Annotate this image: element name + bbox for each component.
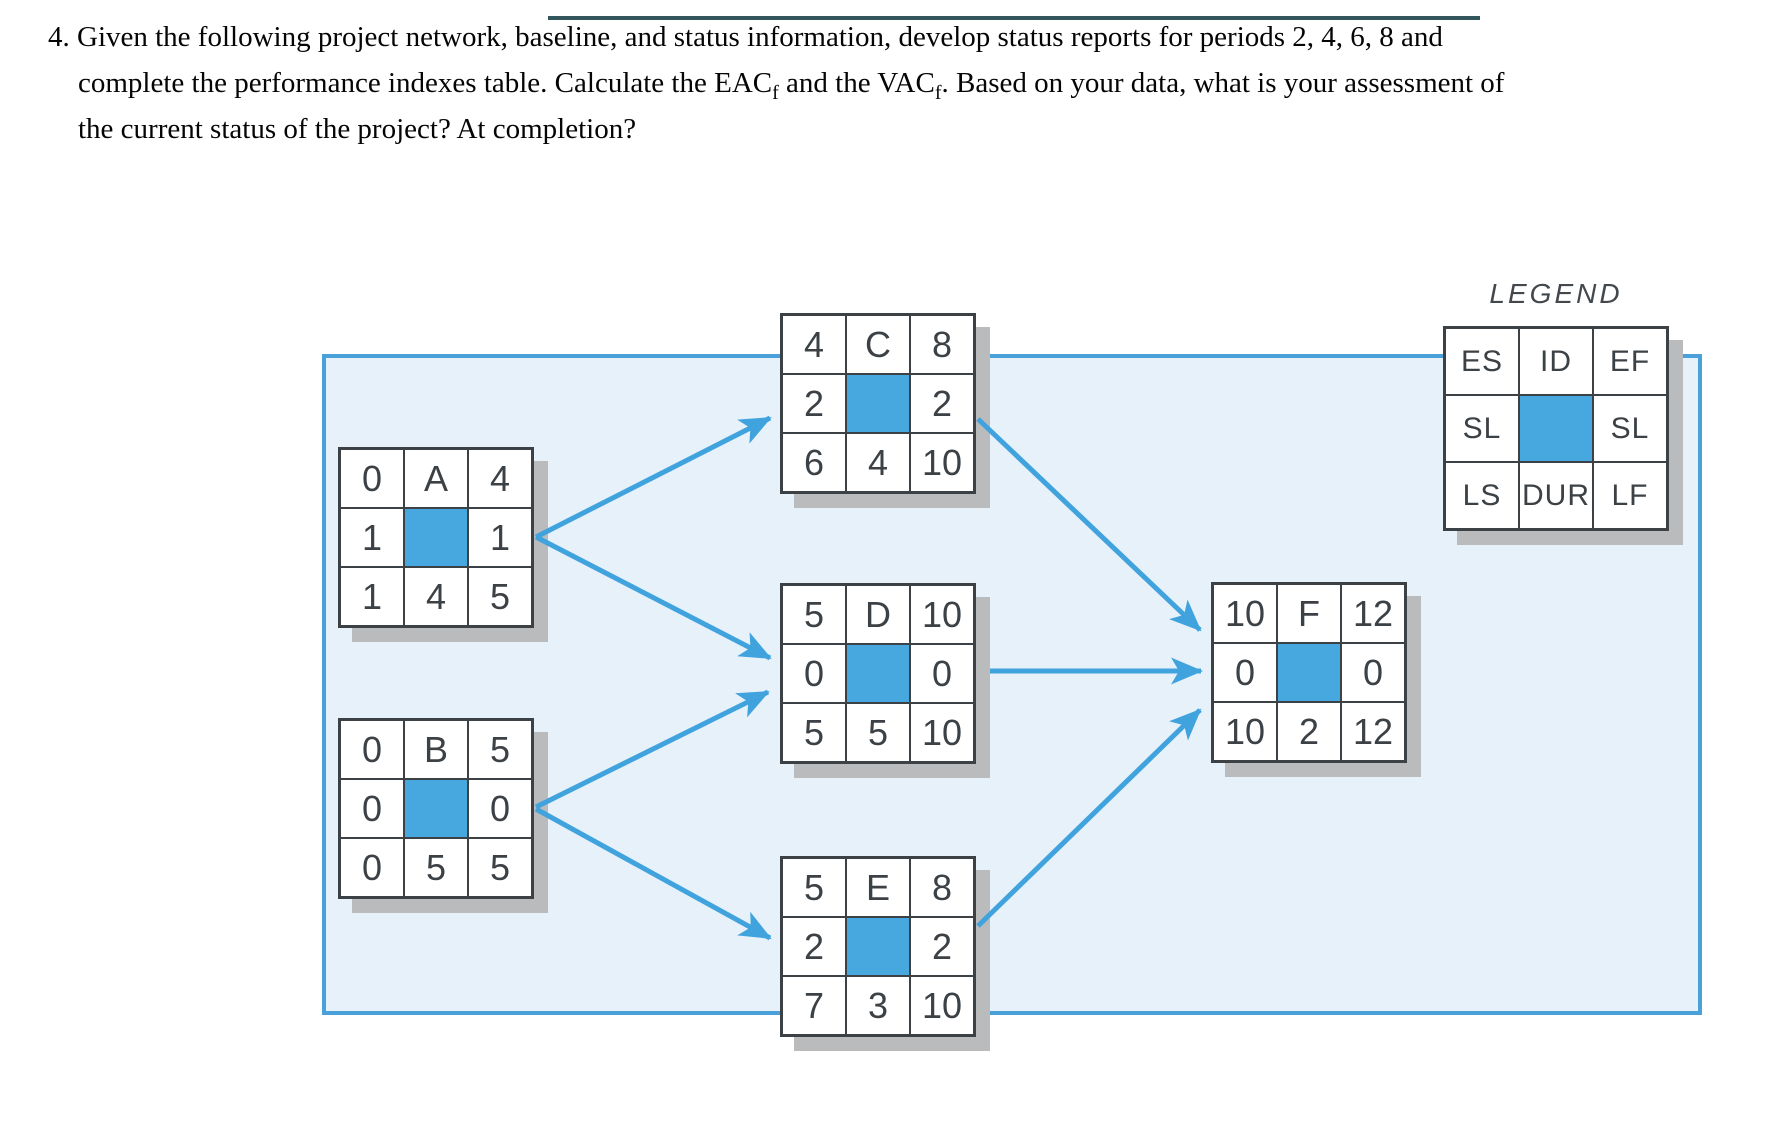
node-e-dur: 3 bbox=[846, 976, 910, 1035]
node-a-dur: 4 bbox=[404, 567, 468, 626]
node-b-dur: 5 bbox=[404, 838, 468, 897]
question-line-3: the current status of the project? At co… bbox=[78, 113, 637, 145]
node-a-lf: 5 bbox=[468, 567, 532, 626]
node-b-sl-left: 0 bbox=[340, 779, 404, 838]
top-divider-rule bbox=[548, 16, 1480, 20]
node-f-es: 10 bbox=[1213, 584, 1277, 643]
node-d-es: 5 bbox=[782, 585, 846, 644]
question-number: 4. bbox=[48, 21, 70, 53]
node-e-ls: 7 bbox=[782, 976, 846, 1035]
node-d-ls: 5 bbox=[782, 703, 846, 762]
node-e-ef: 8 bbox=[910, 858, 974, 917]
node-a-activity-square bbox=[404, 508, 468, 567]
node-d-ef: 10 bbox=[910, 585, 974, 644]
node-a-sl-left: 1 bbox=[340, 508, 404, 567]
legend-es: ES bbox=[1445, 328, 1519, 395]
legend-ls: LS bbox=[1445, 462, 1519, 529]
node-b-lf: 5 bbox=[468, 838, 532, 897]
node-c-sl-right: 2 bbox=[910, 374, 974, 433]
node-f-activity-square bbox=[1277, 643, 1341, 702]
node-a-id: A bbox=[404, 449, 468, 508]
question-line-2a: complete the performance indexes table. … bbox=[78, 67, 773, 99]
node-d-id: D bbox=[846, 585, 910, 644]
node-f-sl-right: 0 bbox=[1341, 643, 1405, 702]
node-b: 0 B 5 0 0 0 5 5 bbox=[338, 718, 534, 899]
node-f-id: F bbox=[1277, 584, 1341, 643]
node-a: 0 A 4 1 1 1 4 5 bbox=[338, 447, 534, 628]
question-text: 4. Given the following project network, … bbox=[48, 14, 1588, 152]
legend-sl-right: SL bbox=[1593, 395, 1667, 462]
node-c-ef: 8 bbox=[910, 315, 974, 374]
node-d-sl-left: 0 bbox=[782, 644, 846, 703]
node-b-ls: 0 bbox=[340, 838, 404, 897]
legend-activity-square bbox=[1519, 395, 1593, 462]
node-d-activity-square bbox=[846, 644, 910, 703]
node-d-dur: 5 bbox=[846, 703, 910, 762]
legend-sl-left: SL bbox=[1445, 395, 1519, 462]
node-a-sl-right: 1 bbox=[468, 508, 532, 567]
node-f-ls: 10 bbox=[1213, 702, 1277, 761]
node-b-sl-right: 0 bbox=[468, 779, 532, 838]
node-a-ls: 1 bbox=[340, 567, 404, 626]
legend-box: ES ID EF SL SL LS DUR LF bbox=[1443, 326, 1669, 531]
node-e-lf: 10 bbox=[910, 976, 974, 1035]
node-e-es: 5 bbox=[782, 858, 846, 917]
node-e-activity-square bbox=[846, 917, 910, 976]
node-f-dur: 2 bbox=[1277, 702, 1341, 761]
legend-dur: DUR bbox=[1519, 462, 1593, 529]
node-f-sl-left: 0 bbox=[1213, 643, 1277, 702]
node-c-id: C bbox=[846, 315, 910, 374]
node-c: 4 C 8 2 2 6 4 10 bbox=[780, 313, 976, 494]
legend-id: ID bbox=[1519, 328, 1593, 395]
question-line-2b: and the VAC bbox=[778, 67, 935, 99]
eac-subscript: f bbox=[772, 81, 779, 104]
node-b-activity-square bbox=[404, 779, 468, 838]
node-d-lf: 10 bbox=[910, 703, 974, 762]
node-a-es: 0 bbox=[340, 449, 404, 508]
node-f-lf: 12 bbox=[1341, 702, 1405, 761]
node-e-sl-right: 2 bbox=[910, 917, 974, 976]
node-b-id: B bbox=[404, 720, 468, 779]
node-c-sl-left: 2 bbox=[782, 374, 846, 433]
node-c-ls: 6 bbox=[782, 433, 846, 492]
node-c-es: 4 bbox=[782, 315, 846, 374]
node-d-sl-right: 0 bbox=[910, 644, 974, 703]
node-f-ef: 12 bbox=[1341, 584, 1405, 643]
node-d: 5 D 10 0 0 5 5 10 bbox=[780, 583, 976, 764]
vac-subscript: f bbox=[934, 81, 942, 104]
node-e: 5 E 8 2 2 7 3 10 bbox=[780, 856, 976, 1037]
node-c-lf: 10 bbox=[910, 433, 974, 492]
node-f: 10 F 12 0 0 10 2 12 bbox=[1211, 582, 1407, 763]
node-b-ef: 5 bbox=[468, 720, 532, 779]
question-line-1: Given the following project network, bas… bbox=[77, 21, 1443, 53]
node-e-sl-left: 2 bbox=[782, 917, 846, 976]
node-c-dur: 4 bbox=[846, 433, 910, 492]
node-a-ef: 4 bbox=[468, 449, 532, 508]
node-c-activity-square bbox=[846, 374, 910, 433]
question-line-2c: . Based on your data, what is your asses… bbox=[941, 67, 1505, 99]
legend-ef: EF bbox=[1593, 328, 1667, 395]
legend-title: LEGEND bbox=[1489, 278, 1623, 309]
node-b-es: 0 bbox=[340, 720, 404, 779]
node-e-id: E bbox=[846, 858, 910, 917]
legend-lf: LF bbox=[1593, 462, 1667, 529]
